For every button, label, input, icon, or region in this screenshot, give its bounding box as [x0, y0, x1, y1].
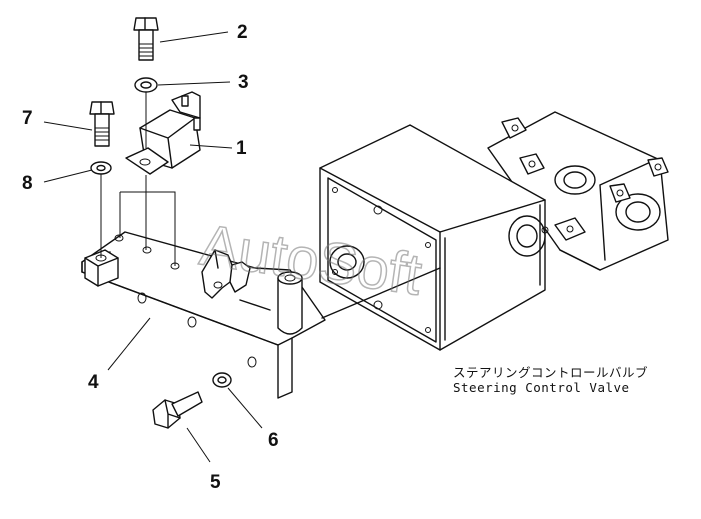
- relay-part-1: [125, 91, 201, 175]
- callout-5: 5: [210, 472, 221, 493]
- bolt-part-5: [152, 391, 203, 429]
- callout-8: 8: [22, 173, 33, 194]
- bracket-part-4: [81, 231, 441, 399]
- valve-label-japanese: ステアリングコントロールバルブ: [453, 365, 648, 380]
- washer-part-6: [212, 372, 232, 388]
- bolt-part-2: [133, 17, 159, 61]
- callout-7: 7: [22, 108, 33, 129]
- valve-label-english: Steering Control Valve: [453, 380, 630, 395]
- valve-label: ステアリングコントロールバルブ Steering Control Valve: [453, 365, 648, 395]
- callout-2: 2: [237, 22, 248, 43]
- callout-4: 4: [88, 372, 99, 393]
- callout-3: 3: [238, 72, 249, 93]
- callout-1: 1: [236, 138, 247, 159]
- washer-part-3: [134, 77, 158, 93]
- callout-numbers: 2 3 1 4 5 6 7 8: [22, 22, 279, 493]
- callout-leaders: [43, 31, 263, 463]
- steering-control-valve: [319, 111, 669, 351]
- assembly-guide-lines: [100, 92, 176, 266]
- bolt-part-7: [89, 101, 115, 147]
- callout-6: 6: [268, 430, 279, 451]
- washer-part-8: [90, 161, 112, 175]
